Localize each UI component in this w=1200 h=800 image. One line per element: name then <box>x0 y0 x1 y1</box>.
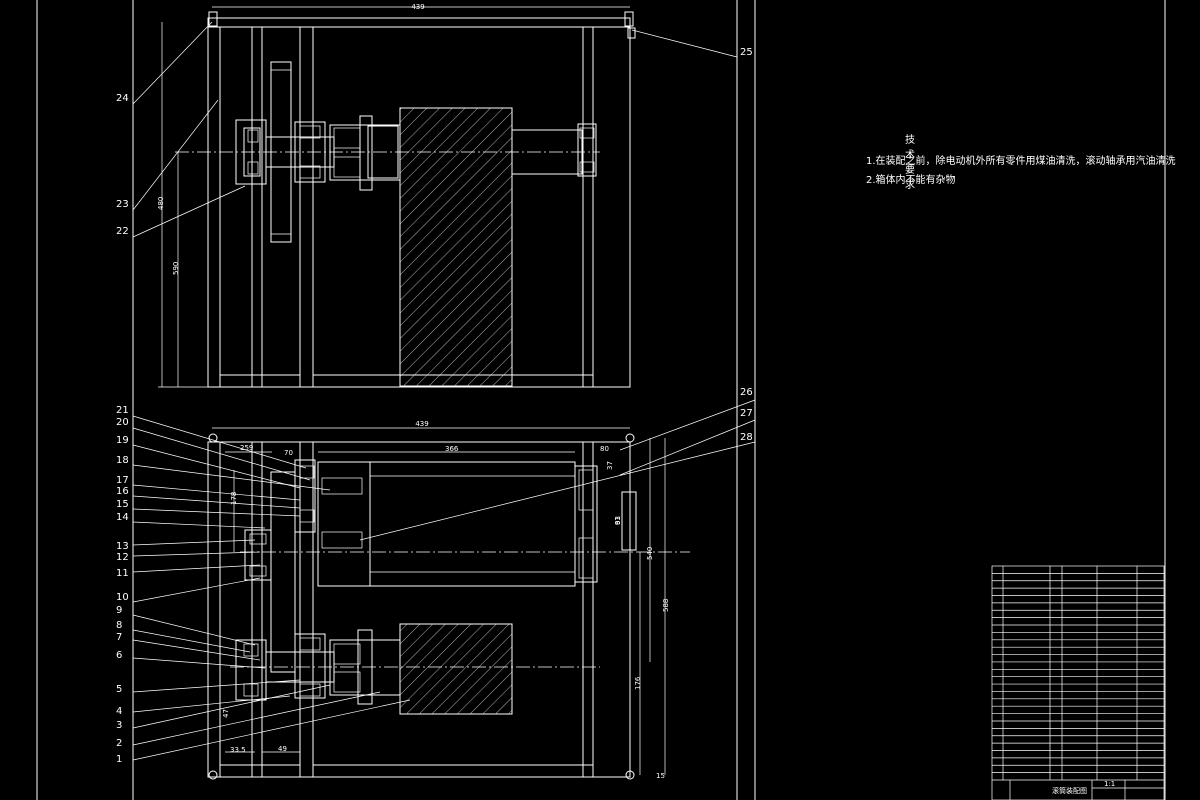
title-block-scale: 1:1 <box>1104 780 1115 788</box>
dim-bottom-width: 439 <box>415 420 428 428</box>
balloon-27: 27 <box>740 408 753 419</box>
balloon-1: 1 <box>116 754 122 765</box>
top-view: 439 480 590 <box>157 3 636 388</box>
dim-259: 259 <box>240 444 253 452</box>
balloon-26: 26 <box>740 387 753 398</box>
sheet-border <box>36 0 1166 800</box>
balloon-24: 24 <box>116 93 129 104</box>
dim-top-width: 439 <box>411 3 424 11</box>
bottom-view: 439 259 70 366 80 178 93 540 588 176 47 … <box>207 420 690 780</box>
balloon-19: 19 <box>116 435 129 446</box>
balloon-8: 8 <box>116 620 122 631</box>
balloon-28: 28 <box>740 432 753 443</box>
balloon-9: 9 <box>116 605 122 616</box>
title-block-name: 滚筒装配图 <box>1052 786 1087 795</box>
tech-req-title: 技术要求 <box>905 135 915 191</box>
balloon-10: 10 <box>116 592 129 603</box>
tech-req-item-1: 1.在装配之前，除电动机外所有零件用煤油清洗，滚动轴承用汽油清洗 <box>866 156 1176 167</box>
dim-37: 37 <box>606 461 614 470</box>
balloon-20: 20 <box>116 417 129 428</box>
dim-366: 366 <box>445 445 459 453</box>
balloon-14: 14 <box>116 512 129 523</box>
balloon-numbers: 24 23 22 21 20 19 18 17 16 15 14 13 12 1… <box>116 47 753 765</box>
balloon-7: 7 <box>116 632 122 643</box>
dim-61: 61 <box>614 516 622 525</box>
dim-588: 588 <box>662 599 670 612</box>
balloon-23: 23 <box>116 199 129 210</box>
balloon-3: 3 <box>116 720 122 731</box>
balloon-4: 4 <box>116 706 122 717</box>
dim-15: 15 <box>656 772 665 780</box>
balloon-18: 18 <box>116 455 129 466</box>
dim-top-480: 480 <box>157 197 165 210</box>
balloon-11: 11 <box>116 568 129 579</box>
tech-req-item-2: 2.箱体内不能有杂物 <box>866 175 956 186</box>
balloon-16: 16 <box>116 486 129 497</box>
dim-top-590: 590 <box>172 262 180 275</box>
title-block: 滚筒装配图 1:1 <box>991 565 1165 800</box>
balloon-12: 12 <box>116 552 129 563</box>
dim-80: 80 <box>600 445 609 453</box>
balloon-13: 13 <box>116 541 129 552</box>
balloon-22: 22 <box>116 226 129 237</box>
balloon-15: 15 <box>116 499 129 510</box>
dim-47: 47 <box>222 709 230 718</box>
balloon-2: 2 <box>116 738 122 749</box>
balloon-17: 17 <box>116 475 129 486</box>
balloon-6: 6 <box>116 650 122 661</box>
dim-33-5: 33.5 <box>230 746 246 754</box>
dim-176: 176 <box>634 676 642 690</box>
balloon-25: 25 <box>740 47 753 58</box>
balloon-21: 21 <box>116 405 129 416</box>
leader-lines <box>132 21 756 761</box>
balloon-5: 5 <box>116 684 122 695</box>
dim-540: 540 <box>646 547 654 560</box>
dim-70a: 70 <box>284 449 293 457</box>
dim-93: 93 <box>614 516 622 525</box>
dim-178: 178 <box>230 492 238 505</box>
dim-49: 49 <box>278 745 287 753</box>
